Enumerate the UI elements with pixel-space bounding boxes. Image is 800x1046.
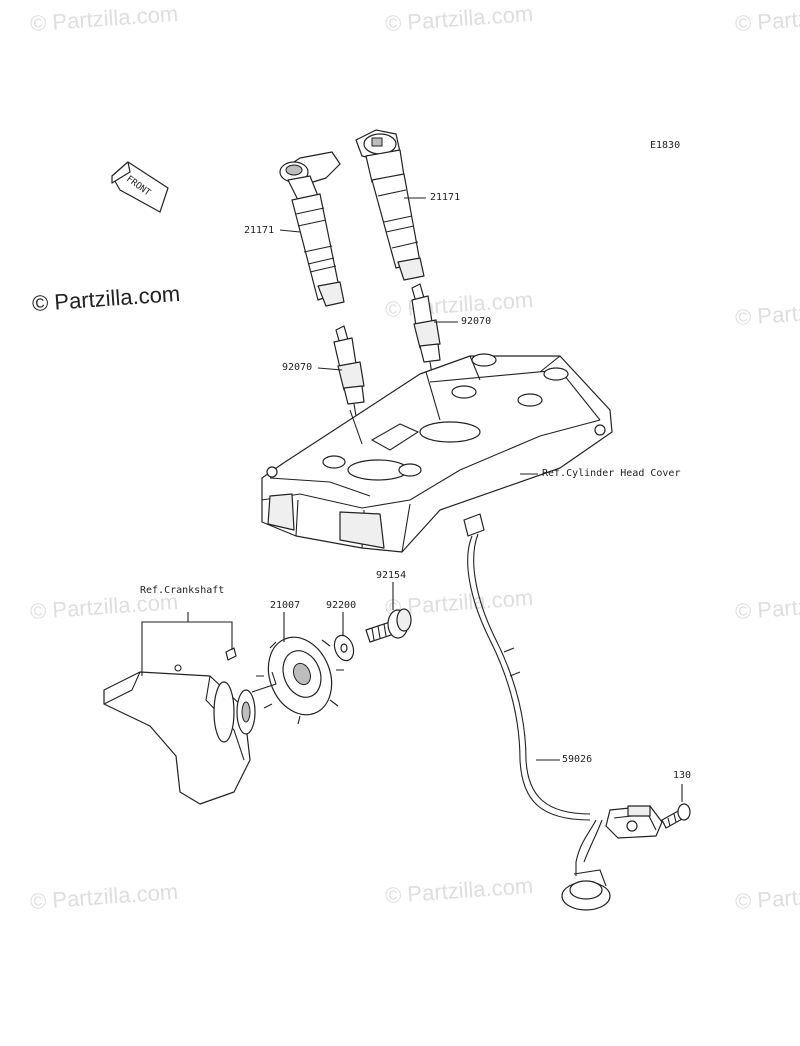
diagram-code: E1830 (650, 140, 681, 151)
callout-rotor: 21007 (270, 600, 301, 611)
callout-bolt-sensor: 130 (673, 770, 692, 781)
ignition-coil-left (279, 151, 345, 307)
sensor-bolt (661, 803, 691, 829)
leader-lines (279, 197, 683, 802)
wiring-harness (463, 513, 603, 876)
callout-coil-right: 21171 (430, 192, 461, 203)
crank-position-sensor (605, 805, 663, 839)
washer (333, 634, 355, 662)
ignition-coil-right (355, 129, 425, 281)
rotor-bolt (365, 608, 412, 643)
sensor-grommet (561, 869, 611, 911)
front-arrow-icon: FRONT (111, 161, 169, 213)
spark-plug-left (333, 325, 365, 417)
callout-crankshaft: Ref.Crankshaft (140, 585, 225, 596)
callout-washer: 92200 (326, 600, 357, 611)
callout-plug-right: 92070 (461, 316, 492, 327)
crankshaft-ref-bracket (141, 612, 233, 676)
timing-rotor (251, 636, 344, 725)
callout-bolt-rotor: 92154 (376, 570, 407, 581)
callout-plug-left: 92070 (282, 362, 313, 373)
callout-harness: 59026 (562, 754, 593, 765)
callout-coil-left: 21171 (244, 225, 275, 236)
spark-plug-right (411, 283, 441, 375)
crankshaft-reference (103, 647, 256, 805)
cylinder-head-cover (261, 353, 613, 553)
callout-head-cover: Ref.Cylinder Head Cover (542, 468, 681, 479)
